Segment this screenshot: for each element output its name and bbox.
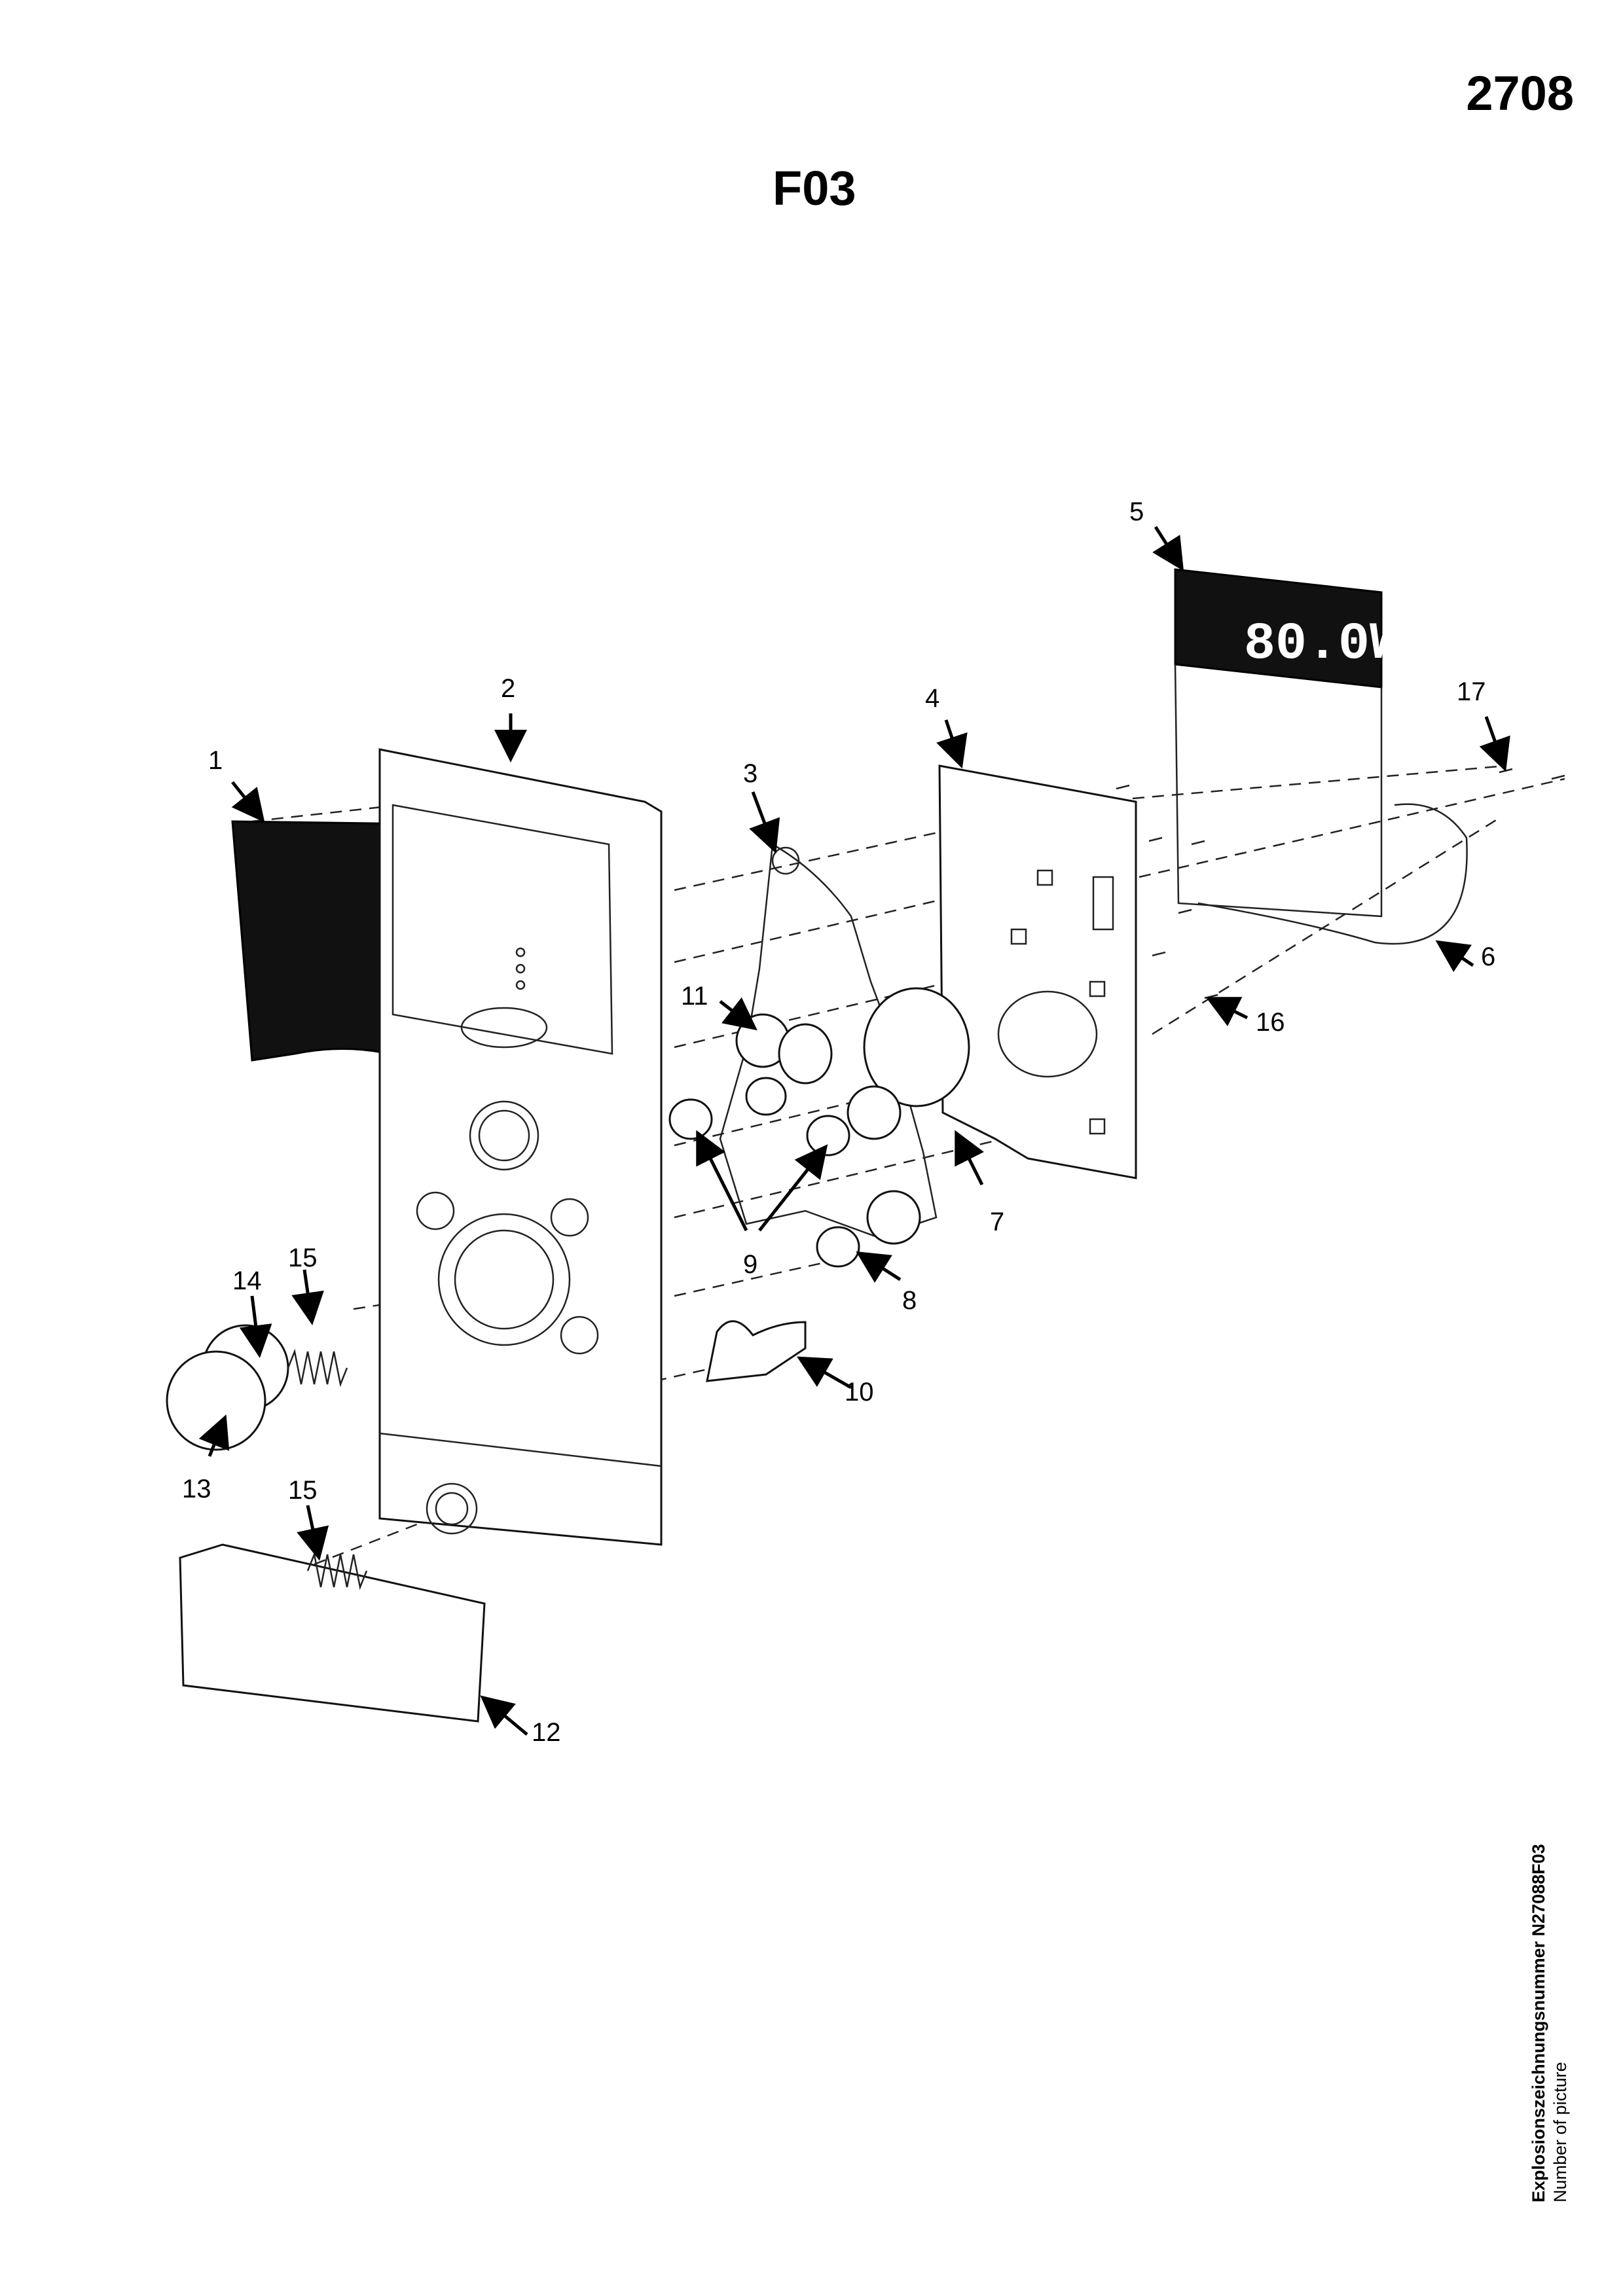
callout-8: 8 xyxy=(902,1286,917,1315)
callout-arrows xyxy=(198,526,1510,1736)
picture-number-caption: Number of picture xyxy=(1550,2062,1570,2202)
callout-14: 14 xyxy=(232,1266,262,1295)
clip xyxy=(706,1320,807,1382)
page-number: 2708 xyxy=(1466,66,1574,120)
callout-6: 6 xyxy=(1481,942,1495,971)
callout-12: 12 xyxy=(532,1718,561,1747)
gasket-ring xyxy=(771,846,800,875)
section-code: F03 xyxy=(773,161,856,215)
callout-17: 17 xyxy=(1457,677,1486,706)
callout-5: 5 xyxy=(1129,497,1144,526)
callout-3: 3 xyxy=(743,759,757,788)
screws xyxy=(1116,768,1565,999)
picture-number-label: Explosionszeichnungsnummer N27088F03 xyxy=(1529,1844,1548,2202)
callout-11: 11 xyxy=(681,982,708,1011)
callout-15a: 15 xyxy=(288,1244,318,1272)
callout-10: 10 xyxy=(845,1378,874,1407)
callout-13: 13 xyxy=(182,1475,211,1503)
callout-1: 1 xyxy=(208,746,223,775)
circuit-board xyxy=(938,764,1137,1179)
callout-9: 9 xyxy=(743,1250,757,1279)
callout-2: 2 xyxy=(501,674,515,703)
callout-4: 4 xyxy=(925,684,939,713)
display-readout: 80.0W xyxy=(1244,615,1401,674)
springs xyxy=(287,1348,368,1590)
front-panel xyxy=(378,748,663,1546)
ribbon-cable xyxy=(1197,803,1468,945)
callout-16: 16 xyxy=(1256,1008,1285,1037)
callout-15b: 15 xyxy=(288,1476,318,1505)
cover xyxy=(179,1543,486,1723)
rotary-knob xyxy=(166,1324,289,1451)
callout-labels: 1 2 3 4 5 6 7 8 9 10 11 12 13 14 15 15 1… xyxy=(182,497,1495,1747)
button-cluster xyxy=(668,987,970,1268)
callout-7: 7 xyxy=(990,1208,1004,1236)
display-module: 80.0W xyxy=(1174,568,1401,918)
gasket xyxy=(719,842,938,1238)
